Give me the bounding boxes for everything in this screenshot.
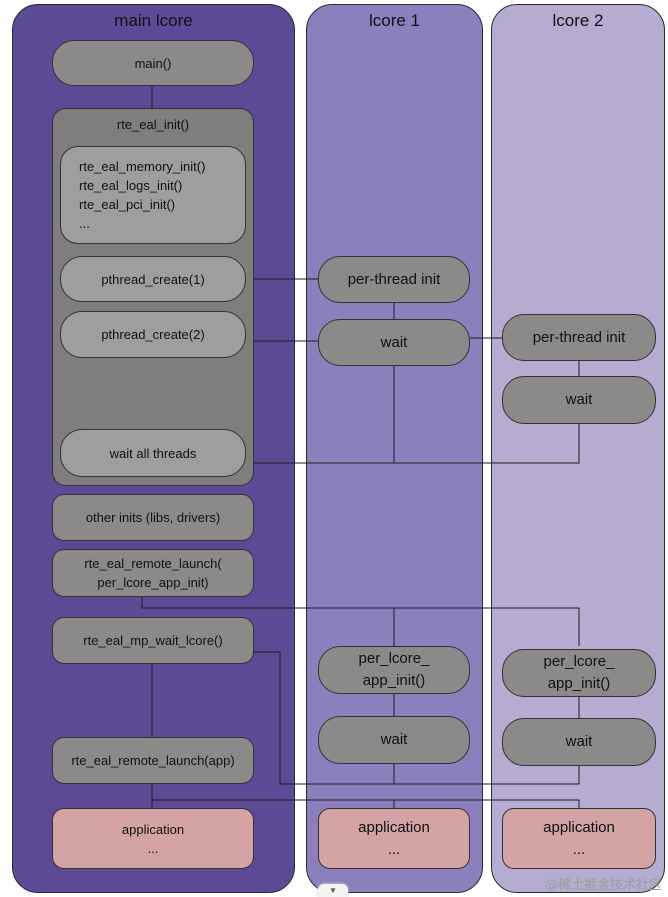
lcore2-per-thread-init-label: per-thread init (532, 328, 626, 346)
pthread-create-1-box: pthread_create(1) (60, 256, 246, 302)
pthread-create-1-label: pthread_create(1) (101, 271, 205, 287)
main-function-label: main() (134, 55, 172, 71)
remote-launch-app-box: rte_eal_remote_launch(app) (52, 737, 254, 784)
chevron-down-icon: ▼ (329, 886, 337, 895)
lcore1-title: lcore 1 (368, 11, 421, 30)
lcore1-per-lcore-app-init-box: per_lcore_ app_init() (318, 646, 470, 694)
lcore2-title: lcore 2 (552, 11, 604, 30)
lcore2-per-lcore-app-init-box: per_lcore_ app_init() (502, 649, 656, 697)
lcore1-wait-box: wait (318, 319, 470, 366)
lcore2-per-thread-init-box: per-thread init (502, 314, 656, 361)
lcore1-wait-label: wait (380, 333, 408, 351)
mp-wait-lcore-label: rte_eal_mp_wait_lcore() (83, 633, 223, 648)
scroll-tab[interactable]: ▼ (318, 884, 348, 897)
wait-all-threads-label: wait all threads (109, 445, 197, 461)
lcore1-per-thread-init-label: per-thread init (347, 270, 441, 288)
lcore1-application-label: application ... (358, 818, 430, 858)
main-function-box: main() (52, 40, 254, 86)
lcore1-application-box: application ... (318, 808, 470, 869)
lcore2-per-lcore-app-init-label: per_lcore_ app_init() (543, 653, 615, 692)
pthread-create-2-box: pthread_create(2) (60, 311, 246, 358)
lcore2-application-label: application ... (543, 818, 615, 858)
lcore1-wait2-box: wait (318, 716, 470, 764)
wait-all-threads-box: wait all threads (60, 429, 246, 477)
other-inits-box: other inits (libs, drivers) (52, 494, 254, 541)
main-lcore-title: main lcore (114, 11, 193, 30)
sub-inits-box: rte_eal_memory_init() rte_eal_logs_init(… (60, 146, 246, 244)
lcore2-application-box: application ... (502, 808, 656, 869)
lcore1-per-lcore-app-init-label: per_lcore_ app_init() (358, 650, 430, 689)
mp-wait-lcore-box: rte_eal_mp_wait_lcore() (52, 617, 254, 664)
remote-launch-init-box: rte_eal_remote_launch( per_lcore_app_ini… (52, 549, 254, 597)
lcore1-per-thread-init-box: per-thread init (318, 256, 470, 303)
remote-launch-init-label: rte_eal_remote_launch( per_lcore_app_ini… (84, 556, 222, 590)
lcore1-wait2-label: wait (380, 731, 408, 748)
other-inits-label: other inits (libs, drivers) (85, 510, 221, 525)
lcore2-wait2-box: wait (502, 718, 656, 766)
lcore2-wait2-label: wait (565, 733, 593, 750)
pthread-create-2-label: pthread_create(2) (101, 327, 205, 342)
main-application-box: application ... (52, 808, 254, 869)
sub-inits-label: rte_eal_memory_init() rte_eal_logs_init(… (79, 159, 206, 231)
lcore2-wait-box: wait (502, 376, 656, 424)
main-application-label: application ... (121, 821, 185, 856)
remote-launch-app-label: rte_eal_remote_launch(app) (71, 753, 235, 768)
rte-eal-init-title: rte_eal_init() (116, 117, 190, 132)
watermark: @稀土掘金技术社区 (544, 878, 662, 893)
lcore2-wait-label: wait (565, 391, 593, 408)
